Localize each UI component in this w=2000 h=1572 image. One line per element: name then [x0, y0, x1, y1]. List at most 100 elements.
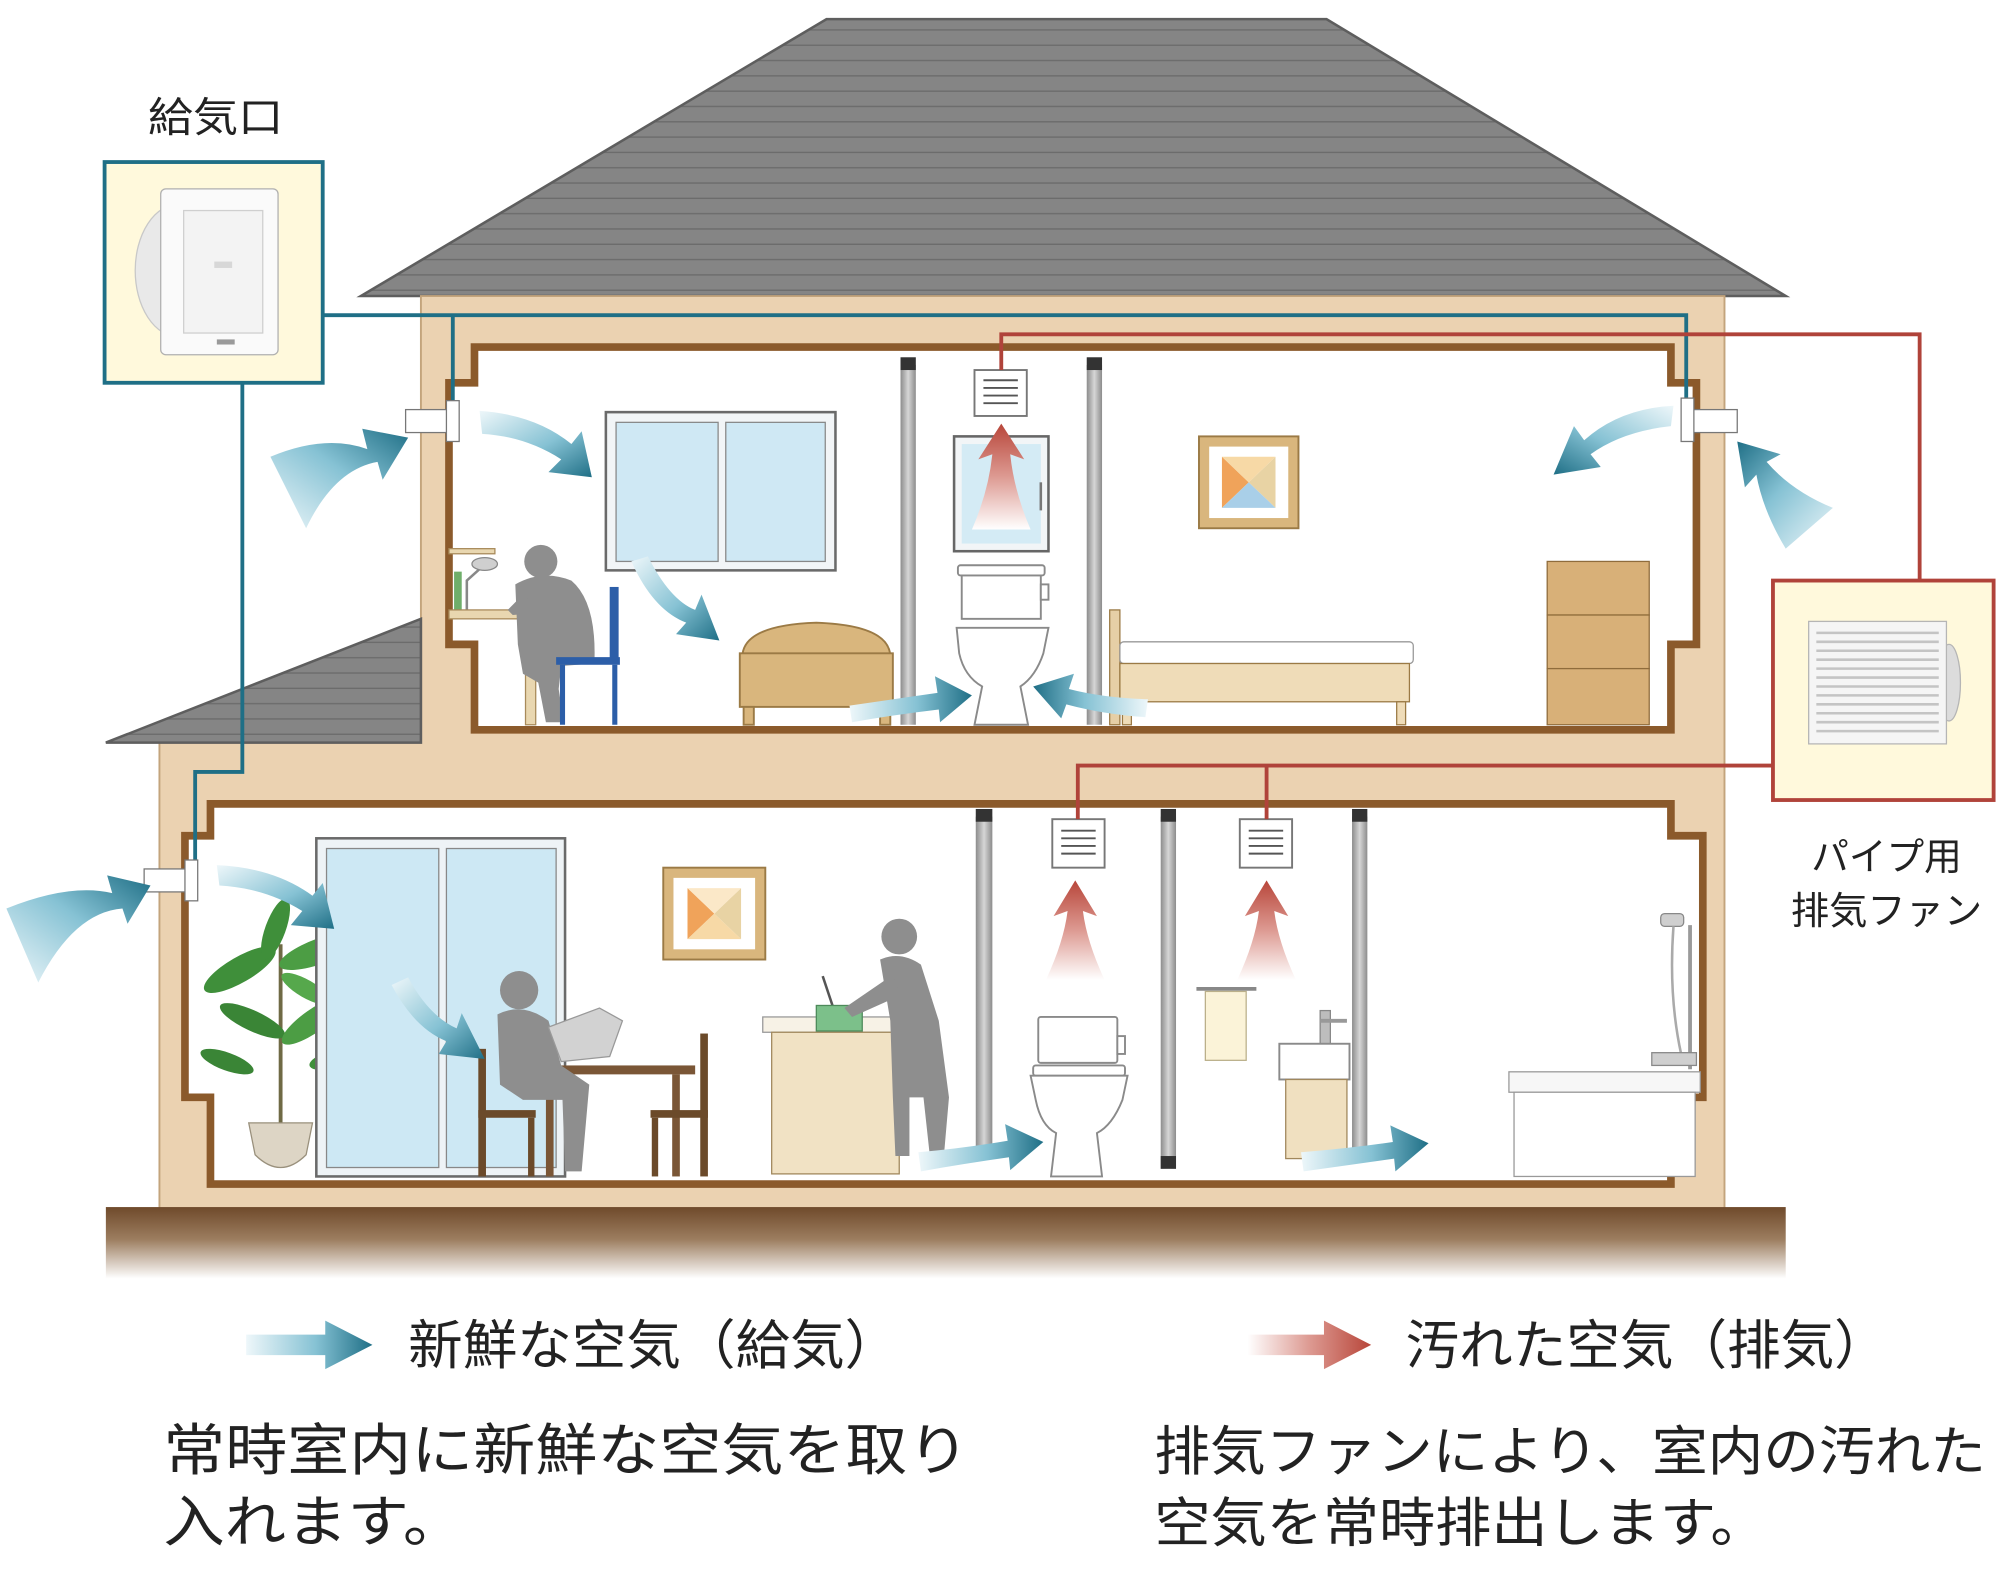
table-top — [529, 1065, 696, 1075]
grille-slats — [1248, 829, 1284, 855]
toilet-bowl — [1029, 1074, 1129, 1178]
door-pane — [445, 847, 557, 1169]
bathtub — [1513, 1091, 1696, 1178]
plant-leaf — [200, 1048, 254, 1075]
partition-cap — [975, 808, 993, 822]
upper-window — [604, 410, 837, 572]
fresh-air-arrow-upper-to-toilet-left — [849, 676, 972, 723]
cooking-person — [844, 918, 949, 1157]
supply-vent-label: 給気口 — [148, 93, 283, 141]
fresh-air-arrow-upper-outside-right — [1737, 441, 1833, 549]
chair-leg — [528, 1117, 535, 1177]
plant-leaf — [203, 946, 276, 993]
legend-stale-air-arrow — [1247, 1320, 1372, 1370]
desk-lamp-shade — [471, 556, 499, 571]
bathroom — [1508, 912, 1701, 1178]
vent-hood — [1690, 408, 1738, 434]
fan-grille-slats — [1816, 631, 1939, 733]
dresser-drawer — [1546, 560, 1650, 616]
bed-leg — [1396, 701, 1407, 726]
cooking-pot — [815, 1004, 863, 1032]
dresser — [1546, 560, 1650, 726]
vent-cap — [184, 859, 199, 902]
stale-air-arrow-lower-toilet — [1045, 880, 1105, 980]
bed-leg — [742, 705, 755, 726]
plant-leaf — [260, 898, 291, 960]
fresh-air-arrow-lower-outside-left — [6, 875, 151, 983]
art-shape — [714, 888, 742, 940]
supply-vent-upper-left — [404, 400, 460, 443]
upper-picture-frame — [1198, 435, 1300, 530]
chair-leg — [651, 1117, 659, 1177]
grille-cover — [1238, 818, 1294, 869]
exhaust-fan-label-line1: パイプ用 — [1811, 835, 1962, 880]
plant-leaf — [219, 1003, 286, 1039]
partition-pillar — [900, 364, 916, 725]
stale-air-description-line2: 空気を常時排出します。 — [1154, 1491, 1766, 1554]
sink-cabinet — [1285, 1078, 1348, 1160]
chair-seat — [650, 1110, 708, 1118]
partition-pillar — [975, 816, 993, 1151]
exhaust-duct-lower — [1075, 763, 1773, 820]
toilet-bowl — [955, 626, 1050, 726]
lower-toilet-room — [1029, 1015, 1129, 1178]
vent-dial — [214, 261, 233, 268]
toilet-button — [1116, 1035, 1126, 1055]
supply-duct-upper — [322, 313, 1689, 404]
person-arm — [507, 597, 546, 616]
person-head — [881, 918, 918, 955]
counter-body — [771, 1031, 900, 1175]
fresh-air-arrow-upper-to-toilet-right — [1033, 673, 1148, 719]
kitchen-counter — [762, 975, 909, 1175]
fresh-air-arrow-lower-to-toilet — [918, 1124, 1044, 1172]
newspaper — [547, 1007, 624, 1063]
table-leg — [545, 1074, 554, 1177]
fresh-air-description-line1: 常時室内に新鮮な空気を取り — [163, 1419, 969, 1484]
desk-lamp — [465, 568, 481, 610]
partition-cap — [900, 357, 916, 371]
dresser-drawer — [1546, 667, 1650, 726]
partition-pillar — [1352, 816, 1368, 1151]
chair-back — [700, 1033, 708, 1177]
art-shape — [1248, 456, 1276, 508]
stale-air-arrow-washroom — [1237, 880, 1296, 980]
bed-mattress — [1119, 641, 1414, 665]
vent-hood — [404, 408, 453, 434]
art-shape — [687, 888, 715, 940]
grille-slats — [1061, 829, 1096, 855]
chair-seat — [478, 1110, 536, 1118]
exhaust-ducts — [999, 332, 1922, 820]
shower-hose — [1670, 926, 1683, 1055]
toilet-button — [1039, 583, 1050, 601]
art-shape — [1221, 482, 1276, 508]
partition-pillar — [1086, 364, 1103, 725]
ground — [105, 1207, 1786, 1279]
bath-faucet — [1651, 1052, 1698, 1067]
toilet-tank — [1037, 1015, 1119, 1064]
partition-cap — [1352, 808, 1368, 822]
grille-slats — [983, 379, 1018, 405]
exhaust-grille-washroom — [1238, 818, 1294, 869]
fresh-air-description-line2: 入れます。 — [163, 1490, 464, 1555]
vent-inner-panel — [183, 209, 264, 334]
exhaust-grille-lower-toilet — [1051, 818, 1106, 869]
studying-person — [507, 544, 595, 723]
window-pane — [725, 421, 826, 563]
partition-cap — [1160, 808, 1177, 822]
exhaust-grilles — [973, 369, 1294, 869]
person-arm — [844, 974, 901, 1017]
toilet-lid — [1032, 1064, 1126, 1077]
lower-floor-furniture — [200, 837, 1701, 1178]
chair-seat — [556, 657, 620, 665]
supply-vent-callout: 給気口 — [102, 93, 325, 385]
shower-head — [1660, 912, 1685, 927]
supply-duct-lower — [193, 382, 245, 861]
bed-base — [738, 652, 894, 708]
exhaust-fan-callout: パイプ用 排気ファン — [1771, 578, 1996, 934]
dining-set — [478, 1033, 708, 1177]
blue-chair — [556, 586, 620, 725]
art-shape — [687, 888, 742, 914]
exhaust-fan-label-line2: 排気ファン — [1791, 889, 1982, 934]
faucet — [1319, 1009, 1331, 1045]
person-body — [880, 956, 949, 1157]
